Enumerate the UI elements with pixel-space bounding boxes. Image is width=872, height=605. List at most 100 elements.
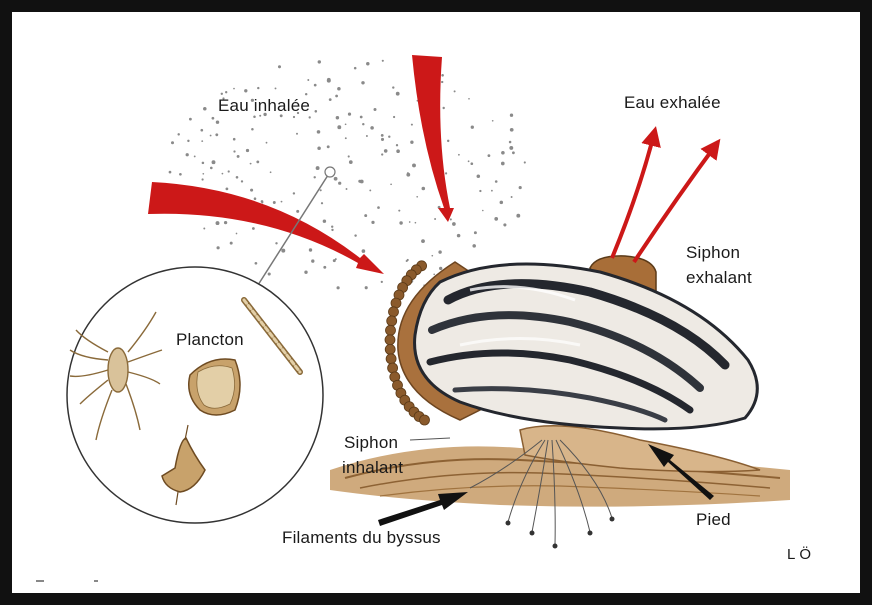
label-siphon-inhalant-line2: inhalant bbox=[342, 458, 403, 478]
water-particle bbox=[334, 177, 338, 181]
label-siphon-exhalant-line1: Siphon bbox=[686, 243, 740, 263]
water-particle bbox=[317, 130, 321, 134]
water-particle bbox=[370, 126, 374, 130]
water-particle bbox=[377, 206, 380, 209]
label-pied: Pied bbox=[696, 510, 731, 530]
water-particle bbox=[203, 107, 207, 111]
water-particle bbox=[202, 162, 205, 165]
water-particle bbox=[189, 118, 192, 121]
water-particle bbox=[323, 266, 326, 269]
water-particle bbox=[327, 78, 331, 82]
water-particle bbox=[354, 67, 357, 70]
label-siphon-exhalant-line2: exhalant bbox=[686, 268, 752, 288]
water-particle bbox=[201, 140, 203, 142]
water-particle bbox=[225, 91, 227, 93]
water-particle bbox=[360, 180, 364, 184]
water-particle bbox=[477, 174, 481, 178]
water-particle bbox=[320, 189, 322, 191]
water-particle bbox=[457, 234, 461, 238]
water-particle bbox=[472, 244, 476, 248]
label-eau-inhalee: Eau inhalée bbox=[218, 96, 310, 116]
water-particle bbox=[439, 267, 442, 270]
corner-marks bbox=[36, 580, 98, 582]
water-particle bbox=[433, 273, 435, 275]
water-particle bbox=[216, 120, 219, 123]
label-siphon-inhalant-line1: Siphon bbox=[344, 433, 398, 453]
water-particle bbox=[509, 146, 513, 150]
water-particle bbox=[241, 180, 243, 182]
water-particle bbox=[210, 135, 212, 137]
water-particle bbox=[366, 62, 369, 65]
water-particle bbox=[337, 125, 341, 129]
water-particle bbox=[281, 201, 283, 203]
water-particle bbox=[442, 107, 444, 109]
water-particle bbox=[381, 281, 383, 283]
water-particle bbox=[491, 190, 493, 192]
water-particle bbox=[406, 260, 408, 262]
water-particle bbox=[202, 173, 204, 175]
water-particle bbox=[365, 286, 368, 289]
water-particle bbox=[410, 141, 413, 144]
water-particle bbox=[323, 219, 326, 222]
label-eau-exhalee: Eau exhalée bbox=[624, 93, 721, 113]
water-particle bbox=[360, 116, 363, 119]
fringe-tentacle bbox=[387, 316, 397, 326]
water-particle bbox=[511, 196, 513, 198]
water-particle bbox=[296, 210, 299, 213]
water-particle bbox=[327, 145, 330, 148]
water-particle bbox=[501, 162, 505, 166]
water-particle bbox=[309, 116, 311, 118]
water-particle bbox=[337, 286, 340, 289]
water-particle bbox=[194, 155, 196, 157]
water-particle bbox=[187, 140, 189, 142]
water-particle bbox=[268, 272, 271, 275]
water-particle bbox=[251, 128, 254, 131]
water-particle bbox=[179, 173, 182, 176]
water-particle bbox=[336, 116, 339, 119]
water-particle bbox=[434, 218, 436, 220]
water-particle bbox=[470, 162, 473, 165]
water-particle bbox=[275, 242, 277, 244]
water-particle bbox=[200, 129, 203, 132]
water-particle bbox=[500, 201, 504, 205]
fringe-tentacle bbox=[386, 325, 396, 335]
water-particle bbox=[416, 196, 418, 198]
water-particle bbox=[293, 192, 295, 194]
water-particle bbox=[509, 141, 512, 144]
water-particle bbox=[346, 188, 348, 190]
water-particle bbox=[422, 187, 426, 191]
water-particle bbox=[257, 87, 259, 89]
water-particle bbox=[482, 210, 484, 212]
water-particle bbox=[296, 133, 298, 135]
water-particle bbox=[366, 135, 368, 137]
water-particle bbox=[338, 182, 341, 185]
water-particle bbox=[275, 87, 277, 89]
water-particle bbox=[316, 166, 320, 170]
water-particle bbox=[250, 189, 253, 192]
water-particle bbox=[374, 108, 377, 111]
water-particle bbox=[399, 221, 402, 224]
water-particle bbox=[454, 90, 456, 92]
water-particle bbox=[445, 172, 447, 174]
water-particle bbox=[270, 171, 272, 173]
label-filaments-byssus: Filaments du byssus bbox=[282, 528, 441, 548]
water-particle bbox=[177, 133, 179, 135]
water-particle bbox=[412, 163, 416, 167]
water-particle bbox=[244, 89, 247, 92]
red-arrow-left bbox=[148, 182, 384, 274]
red-arrow-top bbox=[412, 55, 454, 222]
water-particle bbox=[331, 229, 333, 231]
water-particle bbox=[261, 202, 263, 204]
water-particle bbox=[246, 149, 249, 152]
water-particle bbox=[169, 171, 172, 174]
water-particle bbox=[471, 126, 474, 129]
water-particle bbox=[510, 114, 513, 117]
water-particle bbox=[510, 128, 514, 132]
fringe-tentacle bbox=[385, 344, 395, 354]
water-particle bbox=[304, 271, 307, 274]
water-particle bbox=[252, 227, 255, 230]
water-particle bbox=[348, 112, 351, 115]
fringe-tentacle bbox=[389, 307, 399, 317]
water-particle bbox=[362, 249, 366, 253]
water-particle bbox=[468, 160, 470, 162]
